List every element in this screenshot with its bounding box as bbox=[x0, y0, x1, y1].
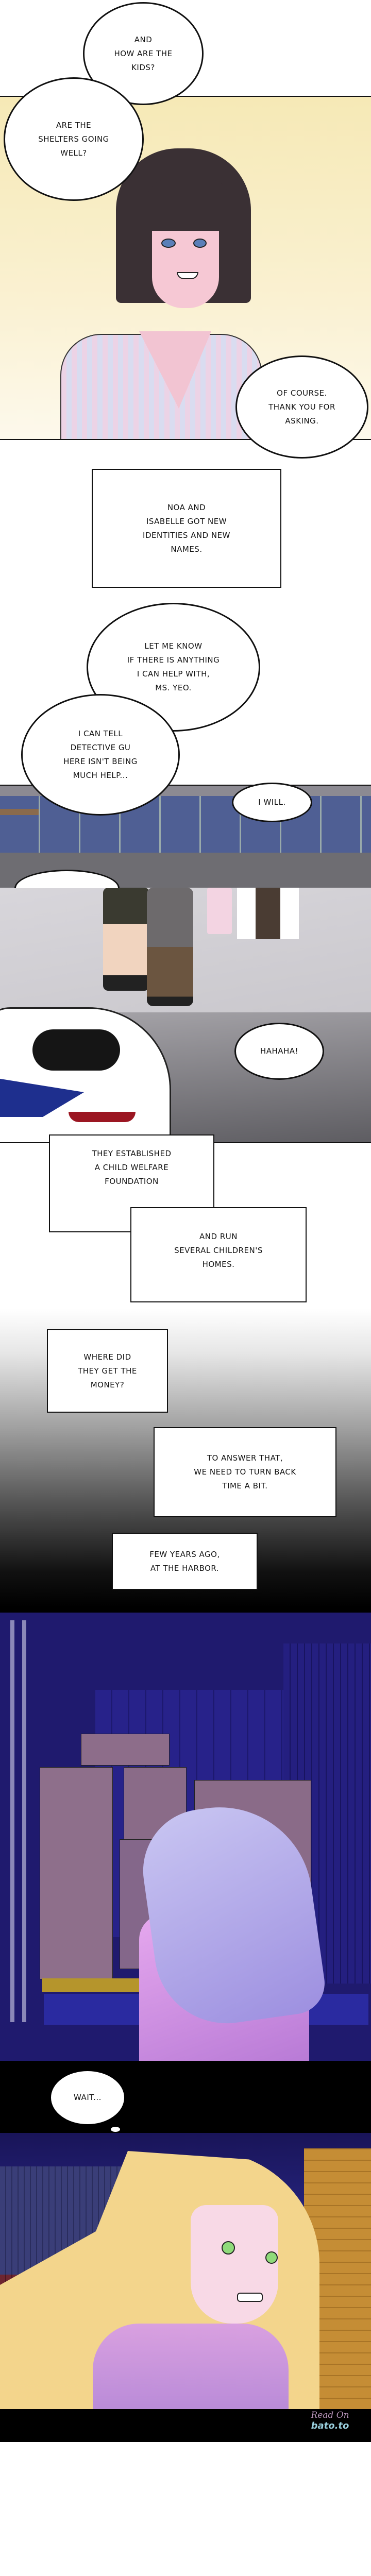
bubble-text: ARE THE SHELTERS GOING WELL? bbox=[38, 120, 109, 158]
caption-step-cover bbox=[131, 1208, 213, 1231]
cardboard-box bbox=[81, 1734, 170, 1766]
character-shirt bbox=[93, 2324, 289, 2409]
bubble-text: HAHAHA! bbox=[260, 1046, 299, 1056]
watermark-line2: bato.to bbox=[311, 2420, 349, 2431]
bubble-text: LET ME KNOW IF THERE IS ANYTHING I CAN H… bbox=[127, 641, 220, 692]
bubble-text: I WILL. bbox=[258, 798, 286, 807]
person-legs-pink bbox=[207, 888, 232, 934]
caption-box: FEW YEARS AGO, AT THE HARBOR. bbox=[112, 1533, 258, 1590]
watermark-line1: Read On bbox=[311, 2410, 349, 2420]
bubble-text: I CAN TELL DETECTIVE GU HERE ISN'T BEING… bbox=[63, 729, 138, 780]
car-stripe bbox=[0, 1076, 84, 1117]
panel-4 bbox=[0, 2133, 371, 2409]
speech-bubble: HAHAHA! bbox=[234, 1023, 324, 1080]
police-car bbox=[0, 1007, 171, 1142]
bench bbox=[0, 809, 39, 815]
caption-text: FEW YEARS AGO, AT THE HARBOR. bbox=[149, 1549, 220, 1573]
person-old-man bbox=[147, 888, 193, 1006]
bubble-text: AND HOW ARE THE KIDS? bbox=[114, 35, 173, 72]
person-detective-gu bbox=[103, 888, 149, 991]
caption-box: TO ANSWER THAT, WE NEED TO TURN BACK TIM… bbox=[154, 1427, 336, 1517]
person-legs-coat bbox=[237, 888, 299, 939]
caption-text: THEY ESTABLISHED A CHILD WELFARE FOUNDAT… bbox=[92, 1149, 172, 1186]
caption-box: WHERE DID THEY GET THE MONEY? bbox=[47, 1329, 168, 1413]
panel-container bbox=[0, 1613, 371, 2061]
speech-bubble: OF COURSE. THANK YOU FOR ASKING. bbox=[235, 355, 368, 459]
eye-left bbox=[222, 2241, 235, 2255]
panel-1 bbox=[0, 96, 371, 440]
character-face bbox=[191, 2205, 278, 2324]
thought-bubble-dot bbox=[111, 2127, 120, 2132]
panel-2 bbox=[0, 785, 371, 1143]
eye-left bbox=[161, 239, 176, 248]
caption-text: NOA AND ISABELLE GOT NEW IDENTITIES AND … bbox=[143, 502, 230, 554]
cardboard-box bbox=[40, 1767, 113, 1979]
container-door-bars bbox=[8, 1620, 28, 2022]
bubble-text: OF COURSE. THANK YOU FOR ASKING. bbox=[268, 388, 335, 426]
speech-bubble: ARE THE SHELTERS GOING WELL? bbox=[4, 77, 144, 201]
car-window bbox=[32, 1029, 120, 1071]
caption-text: TO ANSWER THAT, WE NEED TO TURN BACK TIM… bbox=[194, 1453, 296, 1490]
watermark: Read On bato.to bbox=[300, 2410, 360, 2439]
caption-text: WHERE DID THEY GET THE MONEY? bbox=[78, 1352, 137, 1389]
bubble-text: WAIT... bbox=[74, 2093, 102, 2102]
eye-right bbox=[265, 2251, 278, 2264]
thought-bubble: WAIT... bbox=[51, 2071, 124, 2124]
caption-box: NOA AND ISABELLE GOT NEW IDENTITIES AND … bbox=[92, 469, 281, 588]
speech-bubble: I WILL. bbox=[232, 783, 312, 822]
caption-text: AND RUN SEVERAL CHILDREN'S HOMES. bbox=[174, 1232, 263, 1269]
bangs bbox=[147, 179, 229, 231]
speech-bubble: I CAN TELL DETECTIVE GU HERE ISN'T BEING… bbox=[21, 694, 180, 816]
car-taillight bbox=[69, 1112, 136, 1122]
eye-right bbox=[193, 239, 207, 248]
mouth bbox=[237, 2293, 263, 2302]
character-bob-hair bbox=[116, 148, 251, 318]
pallet bbox=[42, 1978, 145, 1992]
